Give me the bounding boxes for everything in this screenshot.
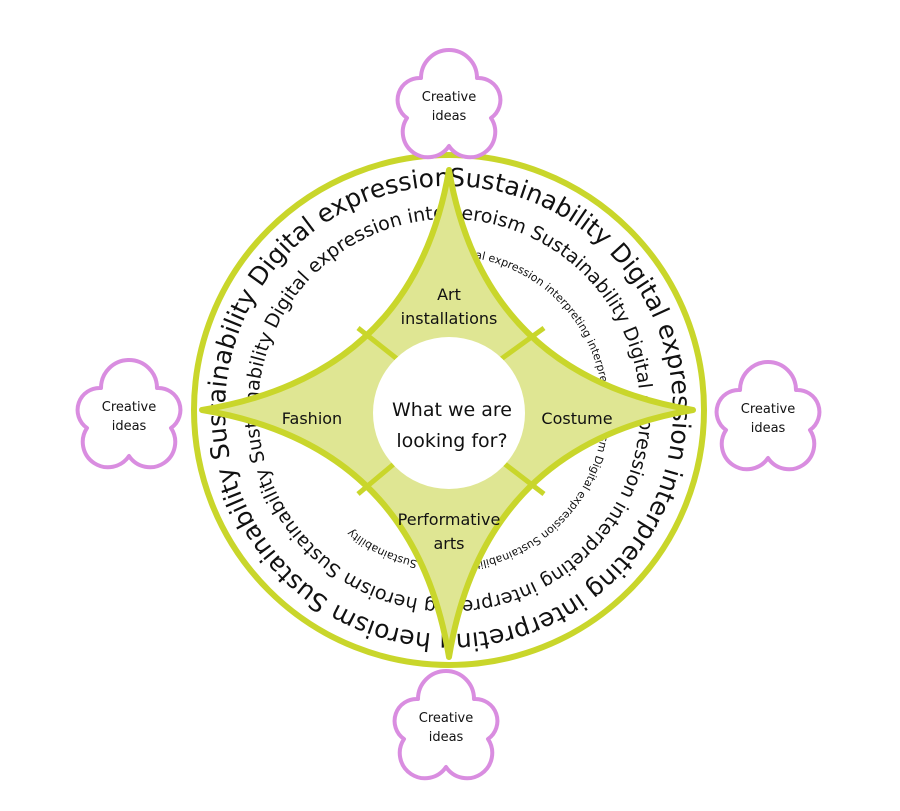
separator-top-left xyxy=(356,326,403,364)
sector-top-label-line1: Art xyxy=(437,285,461,304)
sector-right-label: Costume xyxy=(541,409,612,428)
cloud-bottom-line1: Creative xyxy=(419,711,474,726)
cloud-right: Creative ideas xyxy=(714,360,822,472)
cloud-left-line2: ideas xyxy=(112,419,147,434)
cloud-top: Creative ideas xyxy=(395,48,503,160)
sector-left-label: Fashion xyxy=(282,409,342,428)
sector-bottom-label-line1: Performative xyxy=(398,510,501,529)
cloud-bottom: Creative ideas xyxy=(392,669,500,781)
sector-bottom-label-line2: arts xyxy=(434,534,465,553)
cloud-right-line1: Creative xyxy=(741,402,796,417)
center-label-line1: What we are xyxy=(392,399,512,421)
center-circle xyxy=(373,337,525,489)
center-label-line2: looking for? xyxy=(396,430,507,452)
cloud-top-line1: Creative xyxy=(422,90,477,105)
cloud-top-line2: ideas xyxy=(432,109,467,124)
cloud-left: Creative ideas xyxy=(75,358,183,470)
cloud-left-line1: Creative xyxy=(102,400,157,415)
sector-top-label-line2: installations xyxy=(401,309,498,328)
separator-top-right xyxy=(495,325,546,365)
cloud-bottom-line2: ideas xyxy=(429,730,464,745)
cloud-right-line2: ideas xyxy=(751,421,786,436)
